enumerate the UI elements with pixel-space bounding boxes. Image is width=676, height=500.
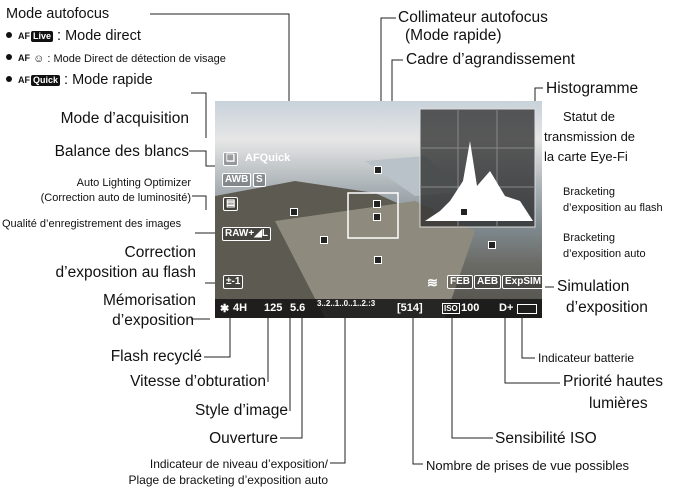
flash-compensation-icon: ±-1 — [223, 275, 244, 289]
iso-label: ISO — [442, 303, 460, 314]
label-memo-line1: Mémorisation — [102, 292, 196, 309]
label-cadre: Cadre d’agrandissement — [406, 51, 575, 68]
label-correction-line2: d’exposition au flash — [55, 264, 196, 281]
af-point-2 — [373, 200, 381, 208]
label-statut-line1: Statut de — [563, 109, 616, 124]
highlight-priority-icon: D+ — [499, 302, 514, 314]
label-prises: Nombre de prises de vue possibles — [426, 458, 630, 473]
label-feb-line1: Bracketing — [563, 186, 615, 198]
label-priorite-line2: lumières — [589, 395, 648, 412]
label-style: Style d’image — [194, 402, 288, 419]
label-memo-line2: d’exposition — [112, 312, 194, 329]
quality-icon: RAW+◢L — [222, 227, 271, 241]
label-alo-line2: (Correction auto de luminosité) — [40, 192, 191, 204]
af-point-3 — [290, 208, 298, 216]
af-point-7 — [488, 241, 496, 249]
aeb-icon: AEB — [474, 275, 502, 289]
camera-lcd-preview: ❏ AFQuick AWB S ▤ RAW+◢L ±-1 ≋ FEB AEB E… — [215, 101, 542, 318]
awb-icon: AWB — [222, 173, 252, 187]
label-correction-line1: Correction — [124, 244, 197, 261]
label-simulation-line2: d’exposition — [566, 299, 648, 316]
label-aeb-line1: Bracketing — [563, 232, 615, 244]
label-histogramme: Histogramme — [546, 80, 639, 97]
label-iso: Sensibilité ISO — [495, 430, 597, 447]
label-balance-blancs: Balance des blancs — [54, 143, 189, 160]
status-bar: ✱ 4H 125 5.6 3..2..1..0..1..2.:3 [514] I… — [215, 299, 542, 318]
aperture-value: 5.6 — [290, 302, 306, 314]
expsim-icon: ExpSIM — [502, 275, 542, 289]
exposure-scale: 3..2..1..0..1..2.:3 — [317, 299, 376, 308]
label-mode-acquisition: Mode d’acquisition — [60, 110, 189, 127]
label-qualite: Qualité d’enregistrement des images — [2, 218, 182, 230]
label-priorite-line1: Priorité hautes — [563, 373, 663, 390]
exposure-lock-icon: ✱ — [220, 303, 230, 315]
label-aeb-line2: d’exposition auto — [563, 248, 646, 260]
label-indicateur-line2: Plage de bracketing d’exposition auto — [128, 473, 328, 487]
shots-remaining-value: [514] — [397, 302, 423, 314]
label-flash-recycle: Flash recyclé — [110, 348, 202, 365]
af-point-5 — [374, 256, 382, 264]
label-batterie: Indicateur batterie — [538, 351, 635, 365]
flash-ready-icon: 4H — [233, 302, 248, 314]
picture-style-icon: S — [253, 173, 266, 187]
af-quick-icon: AFQuick — [245, 152, 291, 164]
af-item-face: AF ☺ : Mode Direct de détection de visag… — [6, 52, 226, 66]
shutter-speed-value: 125 — [264, 302, 283, 314]
drive-mode-icon: ❏ — [223, 152, 238, 166]
label-collimateur-line1: Collimateur autofocus — [398, 9, 548, 26]
af-point-4 — [320, 236, 328, 244]
label-statut-line2: transmission de — [544, 129, 636, 144]
af-point-6 — [460, 208, 468, 216]
label-collimateur-line2: (Mode rapide) — [405, 27, 502, 44]
label-ouverture: Ouverture — [209, 430, 278, 447]
label-alo-line1: Auto Lighting Optimizer — [76, 177, 191, 189]
label-feb-line2: d’exposition au flash — [563, 202, 663, 214]
feb-icon: FEB — [447, 275, 473, 289]
label-statut-line3: la carte Eye-Fi — [544, 149, 628, 164]
alo-icon: ▤ — [223, 197, 239, 211]
label-indicateur-line1: Indicateur de niveau d’exposition/ — [149, 457, 328, 471]
label-mode-autofocus: Mode autofocus — [6, 6, 110, 22]
iso-value: 100 — [461, 302, 480, 314]
battery-icon — [517, 304, 537, 314]
af-point-1 — [374, 166, 382, 174]
wifi-icon: ≋ — [427, 275, 438, 290]
label-simulation-line1: Simulation — [557, 278, 630, 295]
label-vitesse: Vitesse d’obturation — [130, 373, 266, 390]
af-point-8 — [373, 213, 381, 221]
